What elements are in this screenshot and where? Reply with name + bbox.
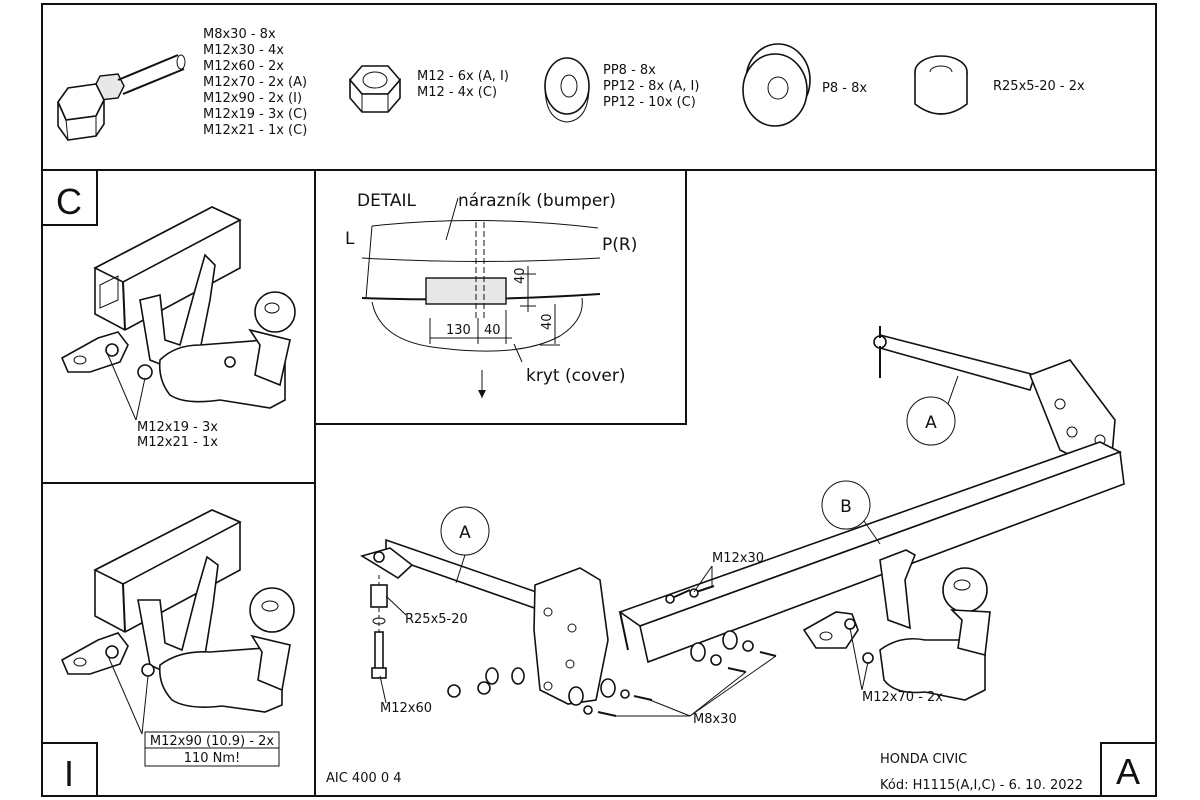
callout-b-label: B xyxy=(840,497,852,517)
panel-i-leaders xyxy=(107,655,149,735)
m8x30-label: M8x30 xyxy=(693,712,737,727)
callout-a-right-label: A xyxy=(925,413,937,433)
washer-spec: PP8 - 8x xyxy=(603,63,656,78)
detail-title: DETAIL xyxy=(357,191,417,211)
detail-frame xyxy=(315,170,687,425)
nut-icon xyxy=(348,65,402,113)
m12x70-label: M12x70 - 2x xyxy=(862,690,943,705)
right-side-arm xyxy=(879,333,1037,391)
flat-washer-icon xyxy=(742,43,811,127)
nut-spec: M12 - 4x (C) xyxy=(417,85,497,100)
panel-c-letter: C xyxy=(56,181,82,222)
callout-a-left xyxy=(440,506,490,584)
panel-i-bolt-label: M12x90 (10.9) - 2x xyxy=(150,734,274,749)
spacer-label: R25x5-20 xyxy=(405,612,468,627)
bolt-spec: M12x70 - 2x (A) xyxy=(203,75,307,90)
spring-washer-icon xyxy=(544,57,590,123)
torque-note: 110 Nm! xyxy=(184,751,241,766)
spacer-spec: R25x5-20 - 2x xyxy=(993,79,1085,94)
drawing-code: AIC 400 0 4 xyxy=(326,771,402,786)
main-leader-lines xyxy=(379,565,869,717)
dimension-40: 40 xyxy=(484,323,501,338)
towball-neck xyxy=(879,637,986,701)
vehicle-model: HONDA CIVIC xyxy=(880,752,967,767)
panel-i-letter: I xyxy=(64,753,74,794)
crossbar-top xyxy=(618,441,1123,627)
cover-label: kryt (cover) xyxy=(526,366,626,386)
view-letter-box xyxy=(1100,742,1157,797)
left-side-label: L xyxy=(345,229,355,249)
dimension-40-vertical: 40 xyxy=(513,267,528,284)
nut-spec: M12 - 6x (A, I) xyxy=(417,69,509,84)
detail-cut-section xyxy=(425,277,507,305)
drawing-frame xyxy=(41,3,1157,797)
view-letter: A xyxy=(1116,751,1140,792)
panel-c-bolt-label: M12x21 - 1x xyxy=(137,435,218,450)
bolt-spec: M12x30 - 4x xyxy=(203,43,284,58)
bolt-spec: M12x21 - 1x (C) xyxy=(203,123,307,138)
main-exploded-view xyxy=(360,326,1125,717)
bolt-spec: M12x60 - 2x xyxy=(203,59,284,74)
torque-note-box xyxy=(144,731,280,767)
bolt-spec: M8x30 - 8x xyxy=(203,27,276,42)
spacer-icon xyxy=(914,55,968,115)
crossbar-front xyxy=(639,450,1125,664)
callout-a-left-label: A xyxy=(459,523,471,543)
washer-spec: PP12 - 10x (C) xyxy=(603,95,696,110)
detail-section-drawing xyxy=(361,197,601,398)
bolt-spec: M12x19 - 3x (C) xyxy=(203,107,307,122)
drawing-kod: Kód: H1115(A,I,C) - 6. 10. 2022 xyxy=(880,778,1083,793)
panel-i-towball-illustration xyxy=(60,509,295,713)
panel-c-letter-box xyxy=(41,169,98,226)
washer-spec: PP12 - 8x (A, I) xyxy=(603,79,699,94)
panel-c-leaders xyxy=(107,354,146,421)
dimension-130: 130 xyxy=(446,323,471,338)
bolt-icon xyxy=(57,54,186,141)
panel-c-bolt-label: M12x19 - 3x xyxy=(137,420,218,435)
panel-c-towball-illustration xyxy=(60,206,296,409)
right-side-label: P(R) xyxy=(602,235,637,255)
bumper-label: nárazník (bumper) xyxy=(458,191,616,211)
callout-b xyxy=(821,480,881,545)
left-bracket xyxy=(533,567,609,705)
bolt-list: M8x30 - 8x M12x30 - 4x M12x60 - 2x M12x7… xyxy=(203,27,307,138)
m12x30-label: M12x30 xyxy=(712,551,764,566)
callout-a-right xyxy=(906,375,959,446)
dimension-40-cover: 40 xyxy=(540,313,555,330)
bolt-spec: M12x90 - 2x (I) xyxy=(203,91,302,106)
m12x60-label: M12x60 xyxy=(380,701,432,716)
plain-washer-spec: P8 - 8x xyxy=(822,81,867,96)
left-side-arm xyxy=(385,538,547,612)
panel-i-letter-box xyxy=(41,742,98,797)
